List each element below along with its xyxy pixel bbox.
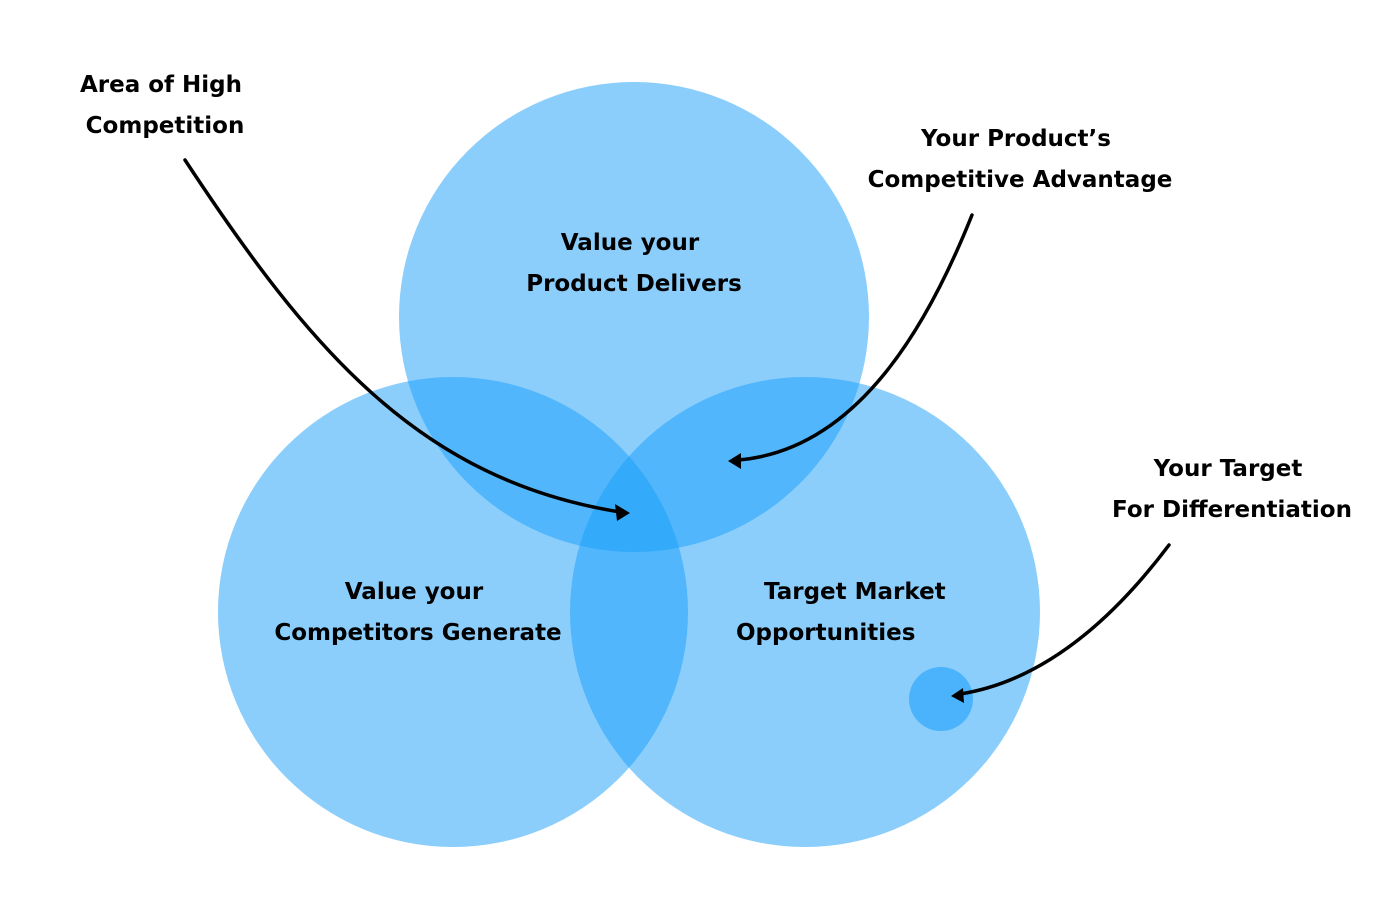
high-competition-label-line1: Area of High <box>80 72 242 98</box>
differentiation-target-dot <box>909 667 973 731</box>
competitors-value-circle <box>218 377 688 847</box>
product-value-label-line2: Product Delivers <box>526 271 742 297</box>
competitors-value-label: Value your Competitors Generate <box>274 579 561 646</box>
competitive-advantage-label: Your Product’s Competitive Advantage <box>868 126 1173 193</box>
market-opportunities-circle <box>570 377 1040 847</box>
product-value-label-line1: Value your <box>561 230 700 256</box>
competitors-value-label-line2: Competitors Generate <box>274 620 561 646</box>
competitive-advantage-label-line1: Your Product’s <box>920 126 1111 152</box>
differentiation-label: Your Target For Differentiation <box>1112 456 1352 523</box>
differentiation-label-line1: Your Target <box>1153 456 1303 482</box>
high-competition-label: Area of High Competition <box>80 72 250 139</box>
differentiation-arrow <box>951 543 1171 703</box>
market-opportunities-label-line2: Opportunities <box>736 620 915 646</box>
competitors-value-label-line1: Value your <box>345 579 484 605</box>
differentiation-label-line2: For Differentiation <box>1112 497 1352 523</box>
product-value-label: Value your Product Delivers <box>526 230 742 297</box>
market-opportunities-label: Target Market Opportunities <box>736 579 954 646</box>
competitive-advantage-label-line2: Competitive Advantage <box>868 167 1173 193</box>
high-competition-arrow <box>183 158 630 521</box>
high-competition-label-line2: Competition <box>86 113 245 139</box>
competitive-advantage-arrow <box>728 213 974 469</box>
market-opportunities-label-line1: Target Market <box>764 579 946 605</box>
